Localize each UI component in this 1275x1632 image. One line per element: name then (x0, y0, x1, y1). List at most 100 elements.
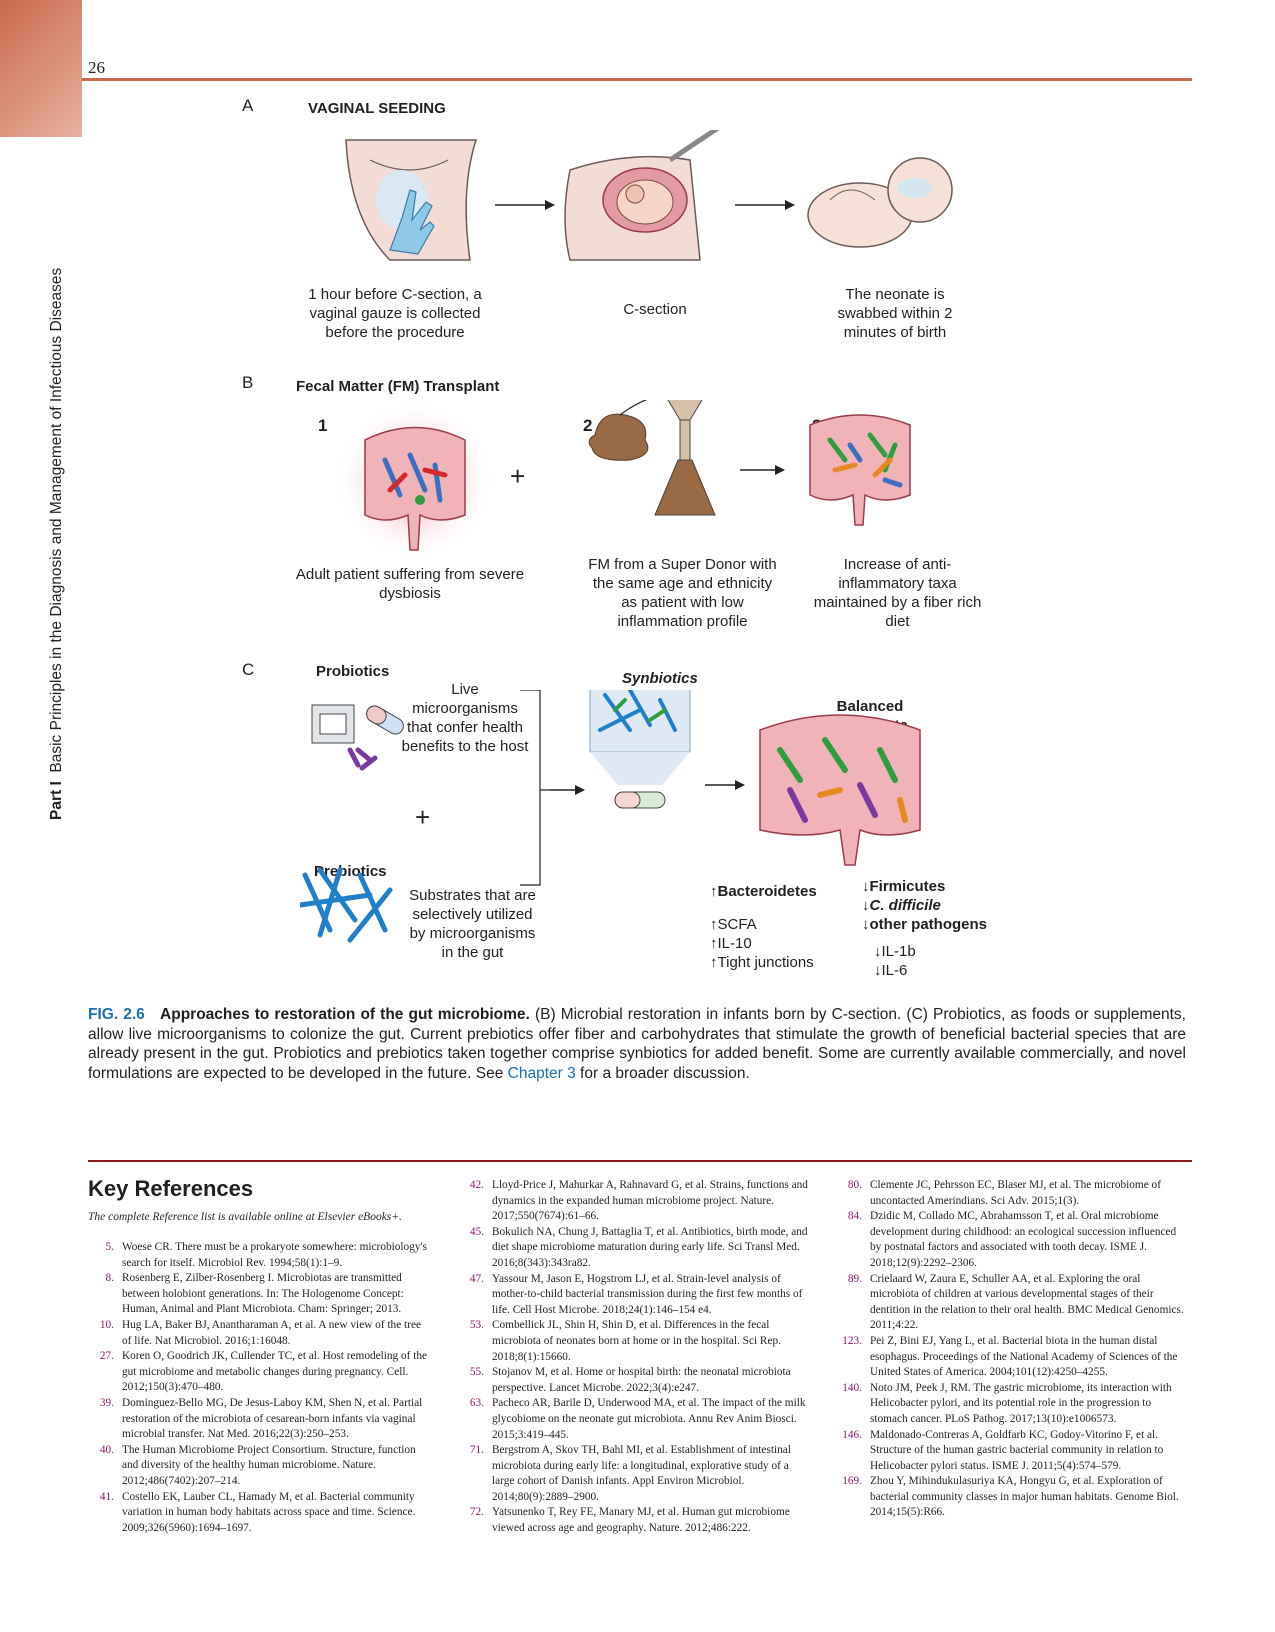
reference-item: 47. Yassour M, Jason E, Hogstrom LJ, et a… (458, 1272, 810, 1319)
decrease-item: ↓C. difficile (862, 896, 987, 915)
reference-number[interactable]: 5. (88, 1240, 114, 1271)
reference-item: 10. Hug LA, Baker BJ, Anantharaman A, et … (88, 1318, 433, 1349)
reference-number[interactable]: 72. (458, 1505, 484, 1536)
prebiotic-fibers-illustration (300, 870, 390, 940)
references-rule (88, 1160, 1192, 1162)
reference-item: 53. Combellick JL, Shin H, Shin D, et al.… (458, 1318, 810, 1365)
reference-item: 169. Zhou Y, Mihindukulasuriya KA, Hongyu… (836, 1474, 1186, 1521)
reference-text: Woese CR. There must be a prokaryote som… (122, 1240, 433, 1271)
reference-text: Lloyd-Price J, Mahurkar A, Rahnavard G, … (492, 1178, 810, 1225)
reference-number[interactable]: 40. (88, 1443, 114, 1490)
panel-b-step1-caption: Adult patient suffering from severe dysb… (295, 565, 525, 603)
reference-number[interactable]: 42. (458, 1178, 484, 1225)
reference-number[interactable]: 39. (88, 1396, 114, 1443)
figure-caption-tail: for a broader discussion. (580, 1065, 750, 1082)
reference-number[interactable]: 45. (458, 1225, 484, 1272)
figure-title: Approaches to restoration of the gut mic… (160, 1006, 530, 1023)
reference-text: Costello EK, Lauber CL, Hamady M, et al.… (122, 1490, 433, 1537)
synbiotics-title: Synbiotics (622, 670, 698, 687)
key-references-title: Key References (88, 1176, 253, 1202)
reference-number[interactable]: 89. (836, 1272, 862, 1334)
reference-text: Yassour M, Jason E, Hogstrom LJ, et al. … (492, 1272, 810, 1319)
figure-label: FIG. 2.6 (88, 1006, 145, 1023)
corner-accent (0, 0, 82, 137)
reference-text: Yatsunenko T, Rey FE, Manary MJ, et al. … (492, 1505, 810, 1536)
reference-text: Zhou Y, Mihindukulasuriya KA, Hongyu G, … (870, 1474, 1186, 1521)
reference-number[interactable]: 8. (88, 1271, 114, 1318)
vaginal-gauze-illustration (346, 140, 476, 260)
panel-b-title: Fecal Matter (FM) Transplant (296, 378, 499, 395)
reference-number[interactable]: 55. (458, 1365, 484, 1396)
reference-number[interactable]: 169. (836, 1474, 862, 1521)
probiotics-title: Probiotics (316, 663, 389, 680)
chapter-link[interactable]: Chapter 3 (508, 1065, 576, 1082)
reference-number[interactable]: 84. (836, 1209, 862, 1271)
reference-item: 63. Pacheco AR, Barile D, Underwood MA, e… (458, 1396, 810, 1443)
neonate-illustration (808, 158, 952, 247)
panel-a-step2-caption: C-section (580, 300, 730, 319)
reference-text: Combellick JL, Shin H, Shin D, et al. Di… (492, 1318, 810, 1365)
restored-colon-illustration (810, 415, 910, 525)
reference-number[interactable]: 140. (836, 1381, 862, 1428)
reference-text: Stojanov M, et al. Home or hospital birt… (492, 1365, 810, 1396)
reference-text: Bergstrom A, Skov TH, Bahl MI, et al. Es… (492, 1443, 810, 1505)
balanced-colon-illustration (760, 715, 920, 865)
reference-item: 5. Woese CR. There must be a prokaryote s… (88, 1240, 433, 1271)
decrease-item: ↓Firmicutes (862, 877, 987, 896)
reference-text: The Human Microbiome Project Consortium.… (122, 1443, 433, 1490)
reference-item: 146.Maldonado-Contreras A, Goldfarb KC, … (836, 1428, 1186, 1475)
panel-a-step3-caption: The neonate is swabbed within 2 minutes … (820, 285, 970, 342)
reference-item: 84.Dzidic M, Collado MC, Abrahamsson T, … (836, 1209, 1186, 1271)
reference-item: 45. Bokulich NA, Chung J, Battaglia T, et… (458, 1225, 810, 1272)
reference-text: Bokulich NA, Chung J, Battaglia T, et al… (492, 1225, 810, 1272)
panel-b-plus-sign: + (510, 461, 525, 491)
reference-number[interactable]: 41. (88, 1490, 114, 1537)
reference-item: 123. Pei Z, Bini EJ, Yang L, et al. Bacte… (836, 1334, 1186, 1381)
reference-text: Crielaard W, Zaura E, Schuller AA, et al… (870, 1272, 1186, 1334)
references-note: The complete Reference list is available… (88, 1210, 408, 1225)
reference-text: Clemente JC, Pehrsson EC, Blaser MJ, et … (870, 1178, 1186, 1209)
references-column-2: 42. Lloyd-Price J, Mahurkar A, Rahnavard … (458, 1178, 810, 1537)
dysbiosis-colon-illustration (335, 400, 495, 560)
panel-b-step1-number: 1 (318, 416, 327, 436)
reference-item: 41. Costello EK, Lauber CL, Hamady M, et … (88, 1490, 433, 1537)
reference-text: Pei Z, Bini EJ, Yang L, et al. Bacterial… (870, 1334, 1186, 1381)
reference-item: 89. Crielaard W, Zaura E, Schuller AA, et… (836, 1272, 1186, 1334)
reference-item: 72. Yatsunenko T, Rey FE, Manary MJ, et a… (458, 1505, 810, 1536)
reference-number[interactable]: 123. (836, 1334, 862, 1381)
header-rule (82, 78, 1192, 81)
c-section-illustration (565, 130, 730, 260)
probiotic-capsule-illustration (364, 703, 407, 737)
panel-a-letter: A (242, 96, 253, 116)
reference-number[interactable]: 47. (458, 1272, 484, 1319)
reference-number[interactable]: 27. (88, 1349, 114, 1396)
reference-item: 80. Clemente JC, Pehrsson EC, Blaser MJ, … (836, 1178, 1186, 1209)
side-running-head: Part I Basic Principles in the Diagnosis… (48, 120, 66, 820)
reference-number[interactable]: 63. (458, 1396, 484, 1443)
reference-number[interactable]: 80. (836, 1178, 862, 1209)
reference-item: 55. Stojanov M, et al. Home or hospital b… (458, 1365, 810, 1396)
increase-item: ↑SCFA (710, 915, 817, 934)
reference-text: Pacheco AR, Barile D, Underwood MA, et a… (492, 1396, 810, 1443)
reference-number[interactable]: 146. (836, 1428, 862, 1475)
panel-a-step1-caption: 1 hour before C-section, a vaginal gauze… (290, 285, 500, 342)
fecal-matter-flask-illustration (589, 400, 715, 515)
increase-item: ↑Tight junctions (710, 953, 817, 972)
panel-a-illustrations (330, 130, 1010, 270)
references-column-1: 5. Woese CR. There must be a prokaryote s… (88, 1240, 433, 1536)
reference-item: 39.Dominguez-Bello MG, De Jesus-Laboy KM… (88, 1396, 433, 1443)
panel-a-title: VAGINAL SEEDING (308, 100, 446, 117)
reference-item: 27.Koren O, Goodrich JK, Cullender TC, e… (88, 1349, 433, 1396)
page-number: 26 (88, 58, 105, 78)
panel-b-letter: B (242, 373, 253, 393)
panel-c-letter: C (242, 660, 254, 680)
decrease-item: ↓other pathogens (862, 915, 987, 934)
reference-number[interactable]: 10. (88, 1318, 114, 1349)
reference-item: 71. Bergstrom A, Skov TH, Bahl MI, et al.… (458, 1443, 810, 1505)
reference-number[interactable]: 71. (458, 1443, 484, 1505)
probiotic-container-illustration (312, 705, 354, 743)
reference-number[interactable]: 53. (458, 1318, 484, 1365)
reference-text: Noto JM, Peek J, RM. The gastric microbi… (870, 1381, 1186, 1428)
panel-b-step3-caption: Increase of anti-inflammatory taxa maint… (810, 555, 985, 631)
reference-text: Hug LA, Baker BJ, Anantharaman A, et al.… (122, 1318, 433, 1349)
